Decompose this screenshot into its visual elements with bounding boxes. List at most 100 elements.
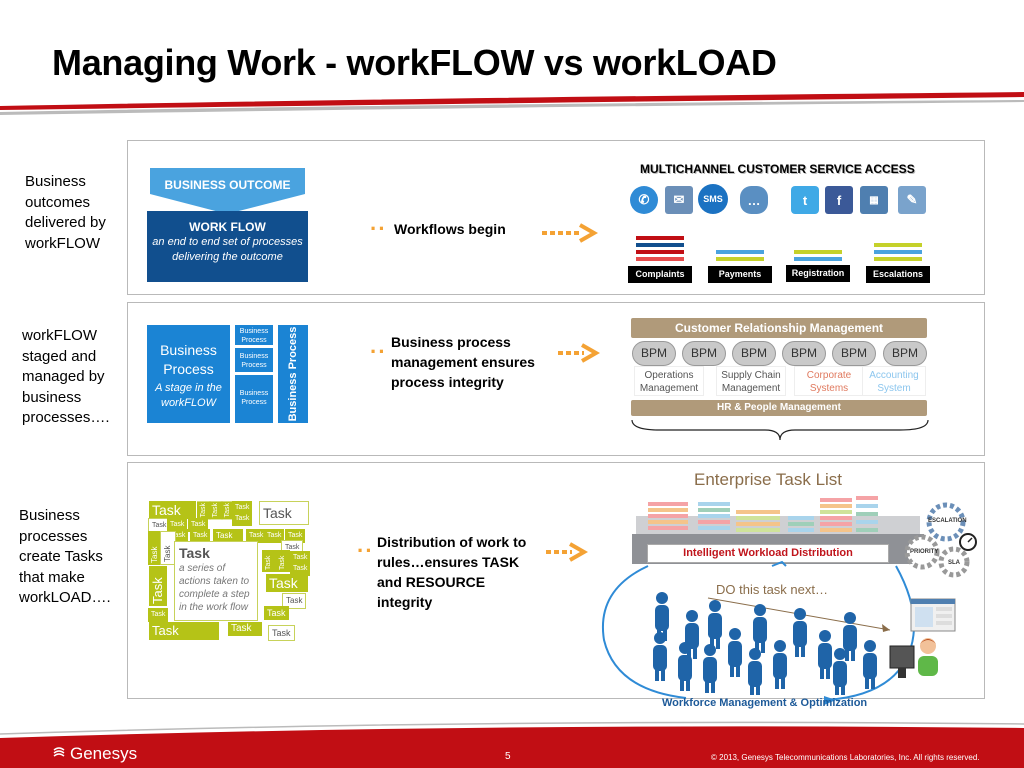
chat-icon: … — [740, 186, 768, 214]
sms-icon: SMS — [698, 184, 728, 214]
web-form-icon: ✎ — [898, 186, 926, 214]
system-accounting: Accounting System — [862, 366, 926, 396]
task-chip: Task — [290, 551, 311, 565]
business-process-subtitle: A stage in the workFLOW — [155, 382, 222, 409]
business-process-box: Business Process A stage in the workFLOW — [147, 325, 230, 423]
task-chip: Task — [282, 593, 307, 609]
business-process-small-3: Business Process — [235, 375, 273, 423]
email-icon: ✉ — [665, 186, 693, 214]
header-swoosh — [0, 92, 1024, 115]
task-chip: Task — [246, 529, 267, 543]
enterprise-task-list-title: Enterprise Task List — [694, 470, 843, 489]
task-chip: Task — [188, 518, 209, 532]
bpm-pill: BPM — [632, 341, 676, 366]
bpm-integrity-text: Business process management ensures proc… — [391, 334, 535, 390]
work-flow-title: WORK FLOW — [189, 220, 266, 234]
tray-payments: Payments — [708, 266, 772, 283]
task-chip: Task — [262, 550, 276, 572]
task-chip: Task — [149, 622, 219, 640]
dots-icon: ·· — [370, 216, 387, 241]
arrow-right-icon — [542, 223, 598, 243]
task-chip: Task — [167, 518, 188, 532]
task-chip: Task — [228, 622, 262, 636]
bpm-pill: BPM — [732, 341, 776, 366]
gear-priority-label: PRIORITY — [910, 549, 939, 555]
task-chip: Task — [290, 562, 311, 576]
work-flow-box: WORK FLOW an end to end set of processes… — [147, 211, 308, 282]
registration-tray — [794, 250, 842, 261]
business-outcome-banner — [150, 168, 305, 214]
gear-sla-label: SLA — [948, 560, 960, 566]
bpm-pill: BPM — [682, 341, 726, 366]
tray-escalations: Escalations — [866, 266, 930, 283]
brand-name: Genesys — [70, 744, 138, 763]
footer-bar — [0, 738, 1024, 768]
row2-label: workFLOW staged and managed by business … — [22, 327, 110, 426]
bpm-pill: BPM — [832, 341, 876, 366]
distribution-text: Distribution of work to rules…ensures TA… — [377, 534, 527, 610]
task-chip: Task — [259, 501, 309, 525]
workflows-begin-text: Workflows begin — [394, 221, 506, 237]
dots-icon: ·· — [370, 339, 387, 364]
facebook-icon: f — [825, 186, 853, 214]
task-chip: Task — [268, 625, 295, 641]
business-process-small-1: Business Process — [235, 325, 273, 345]
workforce-management-label: Workforce Management & Optimization — [662, 697, 868, 709]
workforce-people-icon — [653, 592, 877, 695]
row1-label: Business outcomes delivered by workFLOW — [25, 173, 106, 252]
task-card-subtitle: a series of actions taken to complete a … — [179, 563, 250, 613]
task-definition-card: Task a series of actions taken to comple… — [174, 541, 258, 621]
task-chip: Task — [149, 566, 167, 606]
complaints-tray — [636, 236, 684, 261]
intelligent-workload-distribution: Intelligent Workload Distribution — [647, 544, 889, 563]
copyright-text: © 2013, Genesys Telecommunications Labor… — [711, 753, 980, 762]
task-chip: Task — [190, 529, 211, 543]
task-card-title: Task — [179, 545, 210, 561]
footer-swoosh — [0, 721, 1024, 738]
dots-icon: ·· — [357, 538, 374, 563]
system-operations: Operations Management — [634, 366, 704, 396]
genesys-logo-icon — [53, 747, 65, 757]
bpm-pill: BPM — [883, 341, 927, 366]
do-this-task-next-label: DO this task next… — [716, 582, 828, 597]
hr-bar: HR & People Management — [631, 400, 927, 416]
calculator-icon: ▦ — [860, 186, 888, 214]
task-chip: Task — [232, 512, 253, 526]
gear-escalation-label: ESCALATION — [928, 518, 967, 524]
business-outcome-label: BUSINESS OUTCOME — [164, 178, 291, 192]
arrow-right-icon — [558, 343, 600, 363]
tray-complaints: Complaints — [628, 266, 692, 283]
task-chip: Task — [149, 501, 196, 519]
escalations-tray — [874, 243, 922, 261]
tray-registration: Registration — [786, 265, 850, 282]
business-process-title: Business Process — [160, 342, 217, 377]
business-process-small-2: Business Process — [235, 348, 273, 372]
twitter-icon: t — [791, 186, 819, 214]
slide-title: Managing Work - workFLOW vs workLOAD — [52, 42, 777, 83]
agent-avatar-icon — [889, 638, 938, 678]
phone-icon: ✆ — [630, 186, 658, 214]
gears-icon — [904, 502, 977, 578]
system-supply-chain: Supply Chain Management — [716, 366, 786, 396]
business-process-vertical: Business Process — [278, 325, 308, 423]
task-chip: Task — [264, 606, 289, 620]
row3-label: Business processes create Tasks that mak… — [19, 507, 111, 606]
brace-icon — [631, 419, 929, 441]
task-chip: Task — [285, 529, 306, 543]
payments-tray — [716, 250, 764, 261]
task-chip: Task — [276, 550, 290, 572]
arrow-right-icon — [546, 542, 588, 562]
task-chip: Task — [148, 608, 169, 622]
business-process-vertical-label: Business Process — [287, 326, 299, 422]
task-chip: Task — [213, 529, 243, 543]
agent-desktop-icon — [910, 598, 956, 632]
work-flow-subtitle: an end to end set of processes deliverin… — [152, 236, 303, 263]
task-chip: Task — [232, 501, 253, 515]
system-corporate: Corporate Systems — [794, 366, 864, 396]
crm-bar: Customer Relationship Management — [631, 318, 927, 338]
bpm-pill: BPM — [782, 341, 826, 366]
task-chip: Task — [264, 529, 285, 543]
page-number: 5 — [505, 751, 511, 762]
task-chip: Task — [266, 574, 308, 592]
multichannel-title: MULTICHANNEL CUSTOMER SERVICE ACCESS — [640, 162, 915, 176]
